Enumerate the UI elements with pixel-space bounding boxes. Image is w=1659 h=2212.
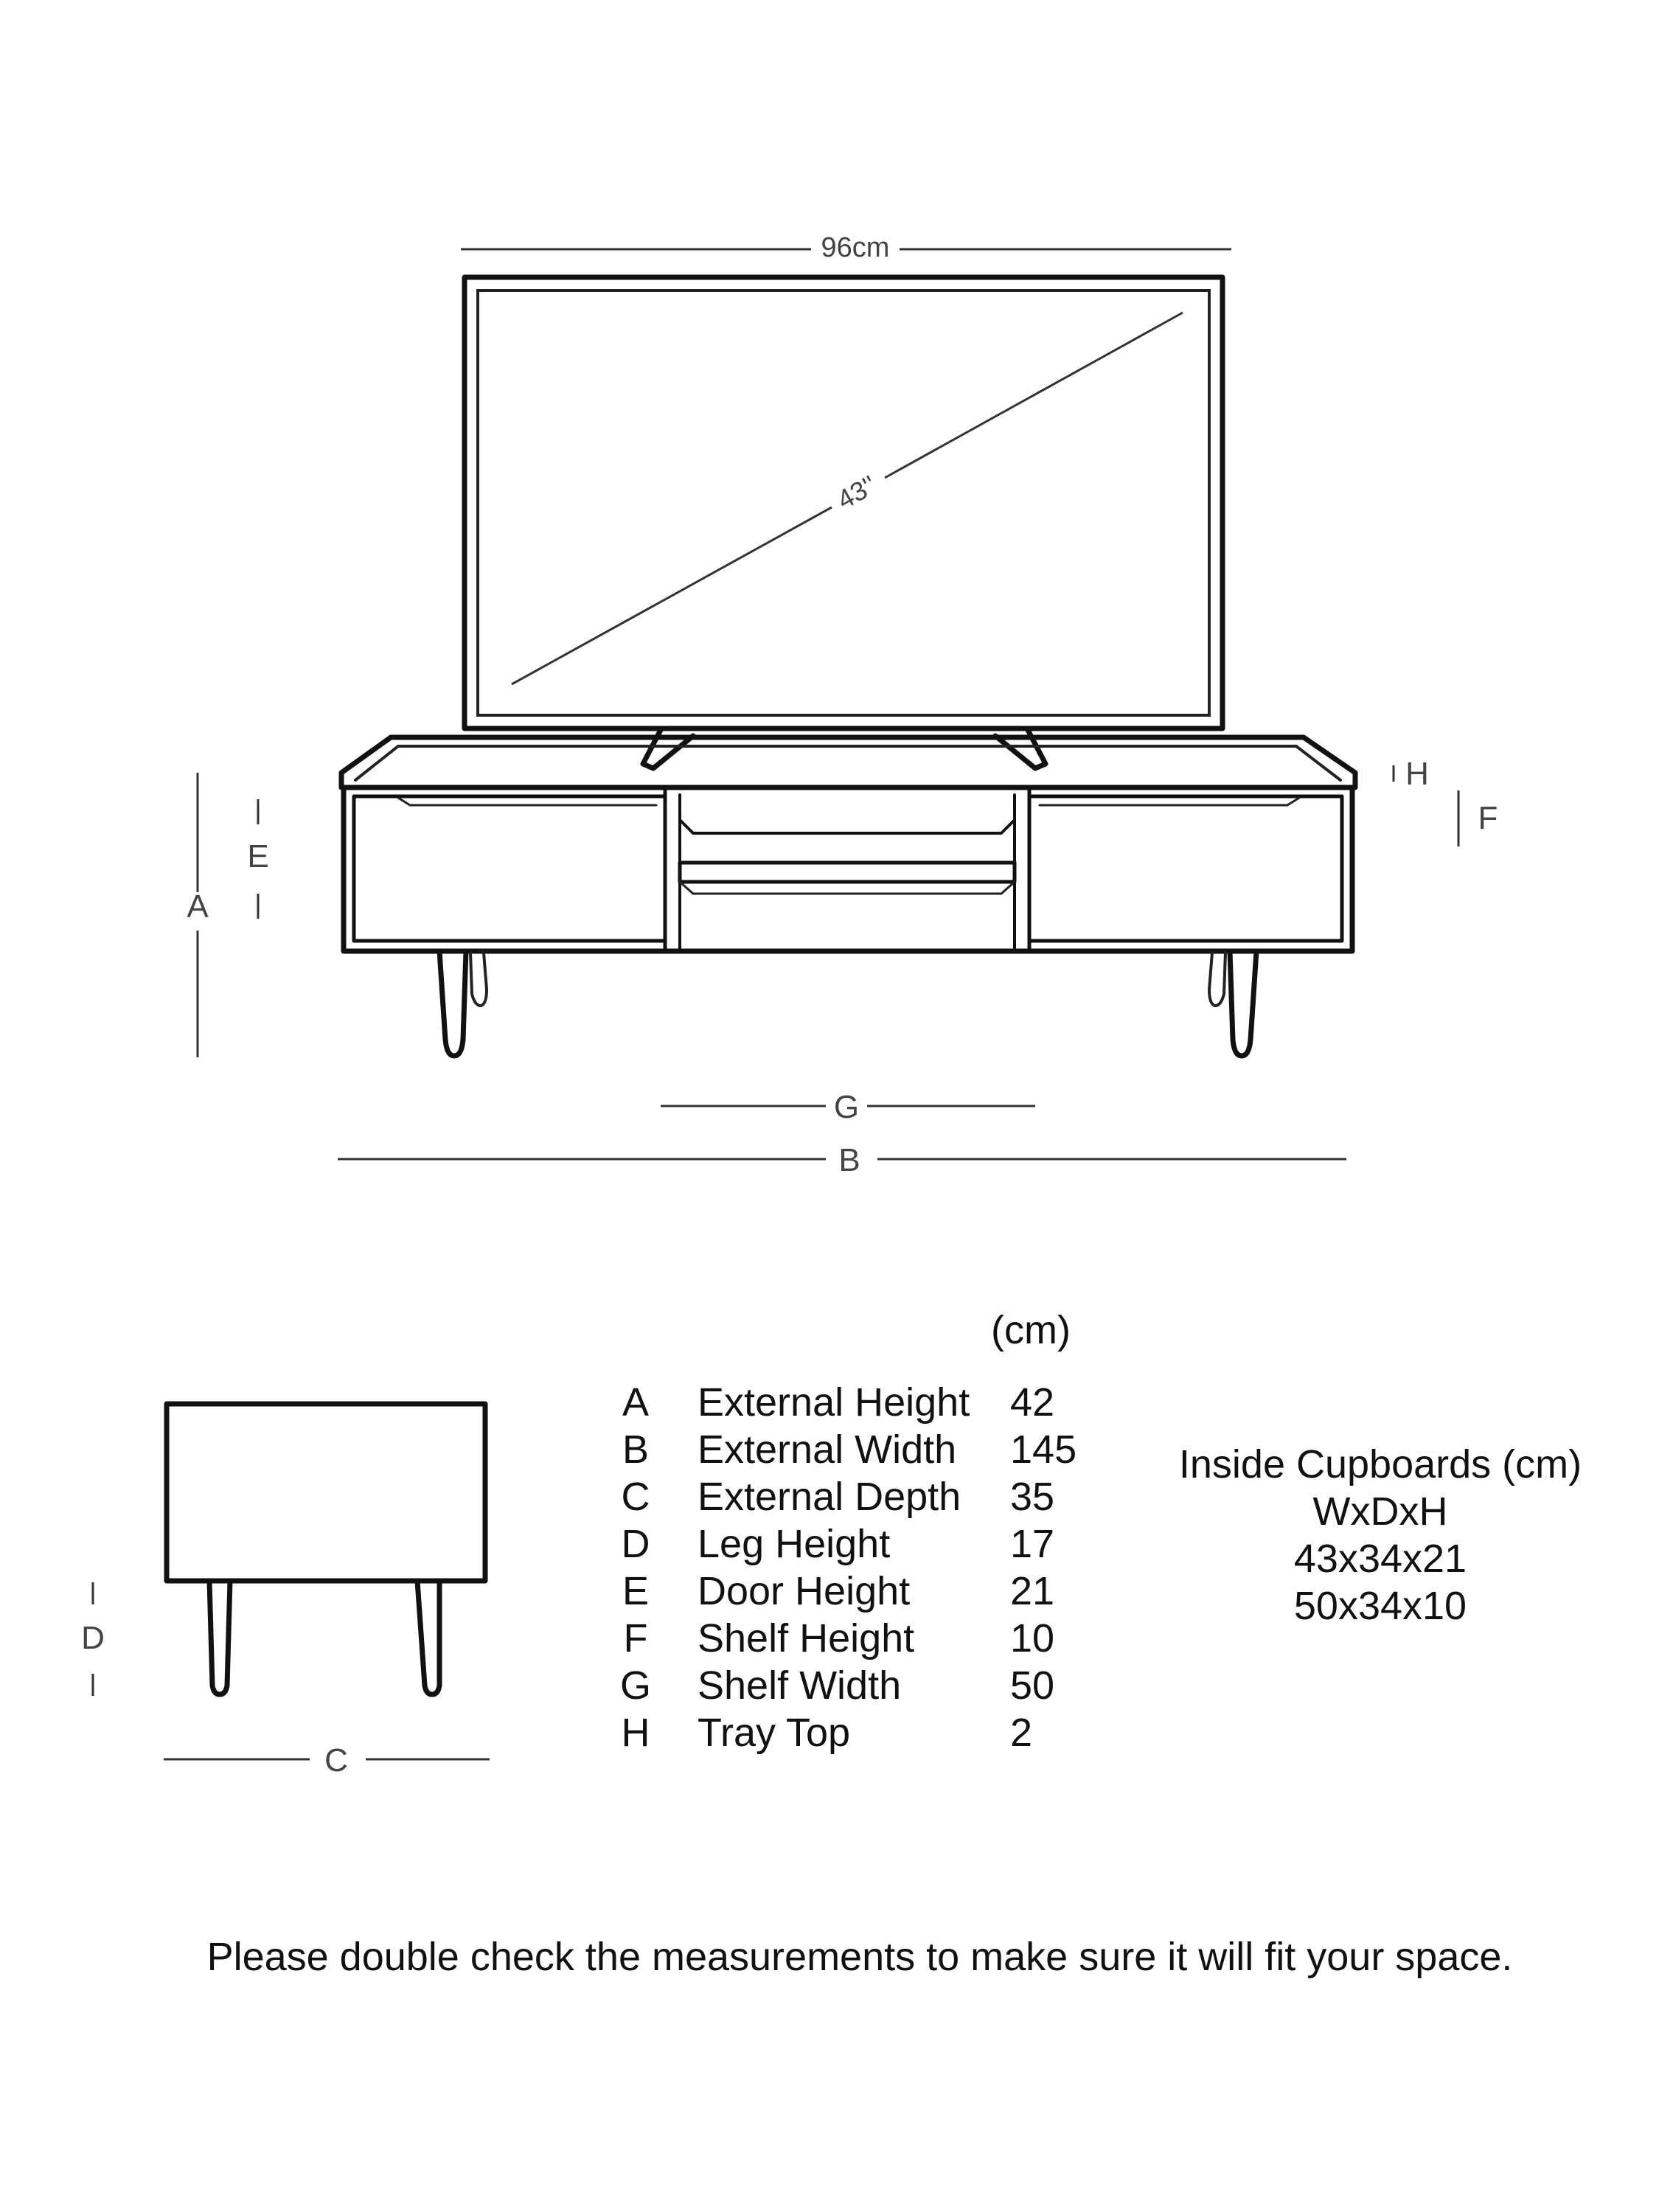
- svg-text:Tray Top: Tray Top: [698, 1711, 850, 1755]
- tv-diagonal-dimension: 43'': [511, 311, 1183, 686]
- table-row: A External Height 42: [622, 1380, 1054, 1425]
- inside-cupboards-size: 43x34x21: [1294, 1537, 1467, 1581]
- svg-text:G: G: [620, 1663, 651, 1708]
- svg-text:42: 42: [1010, 1380, 1054, 1425]
- svg-text:Door Height: Door Height: [698, 1569, 910, 1613]
- leg-back-left: [469, 951, 489, 1008]
- cabinet-body: [341, 785, 1355, 954]
- dimension-d: D: [81, 1582, 105, 1696]
- svg-text:H: H: [622, 1711, 650, 1755]
- table-row: D Leg Height 17: [622, 1522, 1055, 1566]
- dimension-a: A: [187, 773, 209, 1057]
- middle-shelf-back: [678, 880, 1016, 895]
- svg-text:17: 17: [1010, 1522, 1054, 1566]
- middle-shelf: [678, 818, 1016, 835]
- fit-note: Please double check the measurements to …: [207, 1935, 1513, 1979]
- svg-text:Shelf Width: Shelf Width: [698, 1663, 901, 1708]
- table-row: B External Width 145: [622, 1427, 1077, 1472]
- side-leg-right: [414, 1578, 442, 1697]
- svg-text:2: 2: [1010, 1711, 1032, 1755]
- tv-width-dimension: 96cm: [461, 232, 1231, 263]
- svg-text:E: E: [247, 838, 268, 874]
- dimension-b: B: [338, 1142, 1346, 1178]
- television: 96cm 43'': [461, 232, 1231, 771]
- inside-cupboards-size: 50x34x10: [1294, 1584, 1467, 1628]
- svg-text:External Depth: External Depth: [698, 1475, 961, 1519]
- table-row: F Shelf Height 10: [624, 1616, 1055, 1660]
- svg-text:F: F: [1478, 800, 1498, 836]
- table-row: E Door Height 21: [622, 1569, 1054, 1613]
- dimension-e: E: [247, 799, 269, 919]
- side-body: [164, 1401, 488, 1584]
- tv-stand-side-view: [164, 1401, 488, 1697]
- side-leg-left: [206, 1578, 233, 1697]
- svg-text:10: 10: [1010, 1616, 1054, 1660]
- dimension-c: C: [164, 1742, 490, 1778]
- svg-text:35: 35: [1010, 1475, 1054, 1519]
- leg-back-right: [1207, 951, 1227, 1008]
- svg-text:Leg Height: Leg Height: [698, 1522, 890, 1566]
- right-door-handle: [1038, 796, 1301, 807]
- tray-top-inner: [354, 745, 1342, 782]
- table-row: G Shelf Width 50: [620, 1663, 1054, 1708]
- svg-text:B: B: [622, 1427, 649, 1472]
- svg-text:C: C: [324, 1742, 348, 1778]
- dimension-h: H: [1392, 756, 1429, 792]
- tv-stand-front-view: [338, 734, 1358, 1059]
- middle-shelf-board: [678, 860, 1017, 884]
- left-door-handle: [397, 796, 658, 807]
- svg-text:145: 145: [1010, 1427, 1077, 1472]
- svg-text:21: 21: [1010, 1569, 1054, 1613]
- leg-front-right: [1227, 948, 1259, 1059]
- left-door: [352, 794, 667, 943]
- svg-text:F: F: [624, 1616, 648, 1660]
- right-door: [1027, 794, 1344, 943]
- leg-front-left: [437, 948, 469, 1059]
- measurements-table: (cm) A External Height 42 B External Wid…: [620, 1308, 1077, 1755]
- svg-text:D: D: [622, 1522, 650, 1566]
- svg-text:D: D: [81, 1620, 105, 1656]
- svg-text:Shelf Height: Shelf Height: [698, 1616, 914, 1660]
- unit-header: (cm): [991, 1308, 1071, 1352]
- dimension-f: F: [1457, 790, 1498, 846]
- table-row: H Tray Top 2: [622, 1711, 1033, 1755]
- svg-text:E: E: [622, 1569, 649, 1613]
- svg-text:External Width: External Width: [698, 1427, 956, 1472]
- tv-width-label: 96cm: [821, 232, 890, 263]
- svg-text:H: H: [1405, 756, 1429, 792]
- svg-text:A: A: [187, 888, 209, 925]
- inside-cupboards-title: Inside Cupboards (cm): [1179, 1442, 1582, 1486]
- svg-text:G: G: [834, 1089, 859, 1125]
- svg-text:External Height: External Height: [698, 1380, 970, 1425]
- svg-text:C: C: [622, 1475, 650, 1519]
- tv-diagonal-label: 43'': [832, 470, 881, 515]
- svg-text:50: 50: [1010, 1663, 1054, 1708]
- svg-text:B: B: [838, 1142, 860, 1178]
- tv-screen: [476, 289, 1211, 717]
- table-row: C External Depth 35: [622, 1475, 1055, 1519]
- tv-bezel: [462, 274, 1225, 731]
- inside-cupboards-info: Inside Cupboards (cm) WxDxH 43x34x21 50x…: [1179, 1442, 1582, 1628]
- dimension-g: G: [661, 1089, 1035, 1125]
- svg-text:A: A: [622, 1380, 649, 1425]
- inside-cupboards-format: WxDxH: [1313, 1489, 1448, 1534]
